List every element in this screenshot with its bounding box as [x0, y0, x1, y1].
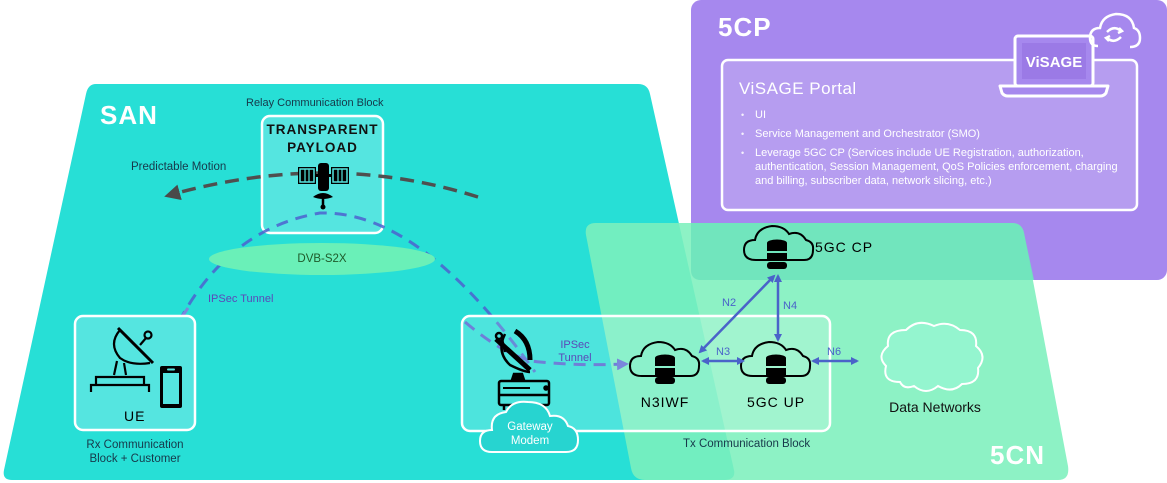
cp-label: 5GC CP — [815, 239, 874, 255]
portal-title: ViSAGE Portal — [739, 79, 857, 98]
visage-logo-text: ViSAGE — [1026, 54, 1082, 71]
rx-block-label-line1: Rx Communication — [86, 439, 184, 451]
ipsec-right-label-line2: Tunnel — [558, 352, 592, 364]
region-5cn-title: 5CN — [990, 440, 1046, 470]
portal-feature-item: Leverage 5GC CP (Services include UE Reg… — [741, 146, 1126, 188]
cloud-sync-icon — [1088, 12, 1142, 49]
region-san-title: SAN — [100, 100, 158, 130]
link-n4-label: N4 — [783, 300, 798, 312]
dvb-label: DVB-S2X — [297, 253, 347, 265]
link-n2-label: N2 — [722, 297, 737, 309]
portal-feature-list: UI Service Management and Orchestrator (… — [741, 108, 1126, 193]
data-networks-label: Data Networks — [889, 399, 981, 415]
n3iwf-icon — [628, 340, 701, 384]
relay-block-label: Relay Communication Block — [246, 97, 384, 109]
payload-label-line2: PAYLOAD — [287, 140, 358, 155]
gateway-modem-cloud — [478, 400, 580, 453]
phone-icon — [160, 366, 182, 408]
satellite-icon — [298, 163, 349, 210]
ue-dish-icon — [89, 326, 155, 392]
gateway-label-line1: Gateway — [507, 421, 553, 433]
rx-block-label-line2: Block + Customer — [89, 453, 181, 465]
laptop-icon: ViSAGE — [998, 34, 1110, 98]
cp-icon — [742, 224, 815, 269]
link-n2 — [698, 274, 776, 354]
motion-arc — [164, 171, 479, 200]
gateway-dish-icon — [494, 328, 551, 410]
link-n3-label: N3 — [716, 346, 731, 358]
region-5cp-title: 5CP — [718, 12, 772, 42]
portal-feature-item: UI — [741, 108, 1126, 122]
ue-label: UE — [124, 408, 146, 424]
payload-label-line1: TRANSPARENT — [266, 122, 379, 137]
motion-label: Predictable Motion — [131, 161, 227, 173]
n3iwf-label: N3IWF — [640, 394, 690, 410]
link-n6-label: N6 — [827, 346, 842, 358]
ipsec-left-label: IPSec Tunnel — [208, 293, 274, 305]
gateway-label-line2: Modem — [510, 435, 550, 447]
portal-feature-item: Service Management and Orchestrator (SMO… — [741, 127, 1126, 141]
dvb-ellipse — [209, 243, 435, 275]
data-networks-cloud — [880, 321, 984, 392]
ipsec-right-arrow — [464, 320, 629, 371]
beam-arc — [168, 211, 537, 373]
ipsec-right-label-line1: IPSec — [560, 339, 590, 351]
upf-label: 5GC UP — [746, 394, 806, 410]
tx-block-label: Tx Communication Block — [683, 438, 811, 450]
